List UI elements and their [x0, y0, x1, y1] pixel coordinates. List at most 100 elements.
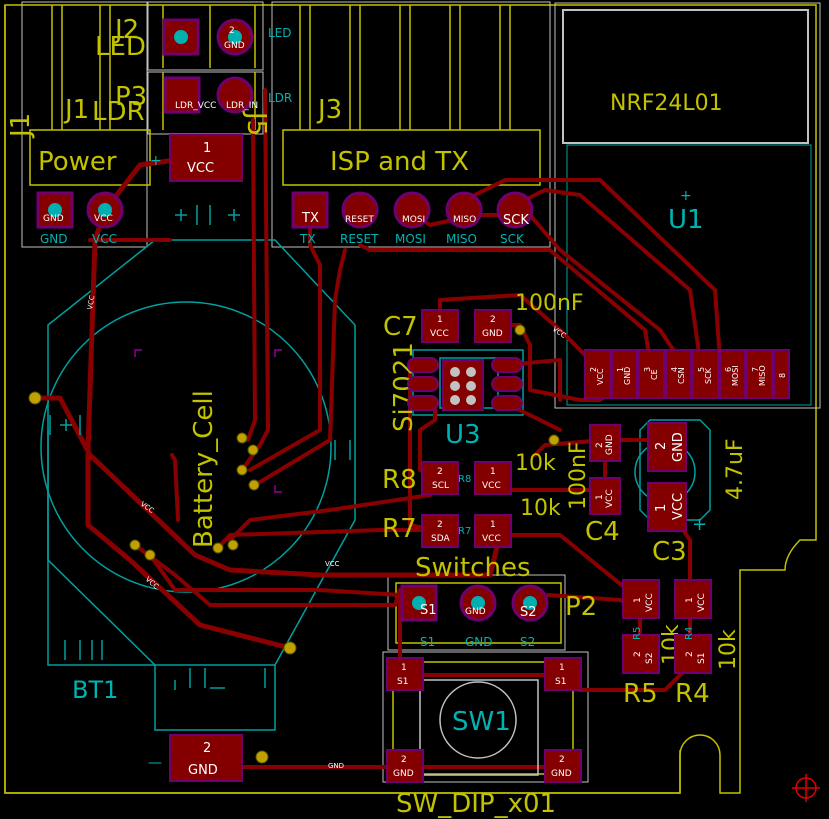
r8-pad-vcc: VCC	[482, 481, 501, 491]
r4-pad-vcc: VCC	[697, 593, 707, 612]
j3-pad1-label: TX	[301, 211, 319, 226]
u1-pad-vcc: VCC	[596, 368, 605, 385]
svg-text:1: 1	[654, 504, 669, 512]
svg-text:S1: S1	[420, 635, 435, 649]
svg-text:1: 1	[616, 367, 625, 372]
c4-value: 100nF	[566, 441, 591, 510]
svg-text:1: 1	[490, 467, 496, 477]
c7-capacitor: C7 100nF 1 VCC 2 GND	[383, 291, 584, 343]
sw1-pad1b-label: S1	[555, 677, 566, 687]
svg-text:5: 5	[697, 367, 706, 372]
svg-text:1: 1	[437, 315, 443, 325]
board-edge	[4, 4, 820, 802]
svg-text:1: 1	[401, 663, 407, 673]
vias	[28, 324, 560, 764]
svg-text:2: 2	[633, 651, 643, 657]
r4-value: 10k	[716, 629, 741, 670]
r7-pad-sda: SDA	[431, 534, 450, 544]
c3-value: 4.7uF	[723, 438, 748, 500]
u1-antenna-outline	[562, 9, 809, 144]
j3-pad2-label: RESET	[345, 215, 374, 225]
c3-pad-gnd: GND	[671, 432, 686, 462]
j2-fab-value: LED	[268, 26, 292, 40]
j3-fab-pad4: MISO	[446, 232, 477, 246]
c7-ref: C7	[383, 312, 418, 342]
p3-pad-2	[216, 76, 254, 114]
j3-fab-pad2: RESET	[340, 232, 379, 246]
p2-pad2-label: GND	[465, 607, 486, 617]
u1-nrf24l01: NRF24L01 U1 + VCC 2 GND 1 CE 3 CSN 4 SCK…	[584, 91, 790, 399]
j2-ref: J2	[113, 15, 139, 45]
j3-pad4-label: MISO	[453, 215, 476, 225]
c3-pad-vcc: VCC	[671, 493, 686, 520]
j3-fab-pad5: SCK	[500, 232, 525, 246]
c4-capacitor: C4 100nF 2 GND 1 VCC	[566, 424, 621, 547]
p2-ref: P2	[565, 592, 597, 622]
r7-fab: R7	[458, 526, 471, 537]
bt1-pad-gnd	[169, 734, 243, 782]
p3-pad2-label: LDR_IN	[226, 101, 258, 111]
u3-si7021: Si7021 U3	[389, 342, 523, 450]
r5-pad-vcc: VCC	[645, 593, 655, 612]
j2-pad2-label: GND	[224, 41, 245, 51]
p3-ldr-connector: P3 LDR LDR_VCC LDR_IN LDR J5	[92, 76, 292, 136]
j3-pad-4	[445, 191, 483, 229]
c7-pad-gnd: GND	[482, 329, 503, 339]
sw1-pad2b-label: GND	[551, 769, 572, 779]
c4-pad-vcc: VCC	[605, 489, 615, 508]
r4-pad-s1: S1	[697, 653, 707, 664]
svg-text:—: —	[148, 755, 162, 771]
svg-text:R4: R4	[684, 627, 695, 640]
c4-pad-gnd: GND	[605, 434, 615, 455]
svg-text:2: 2	[490, 315, 496, 325]
j3-isp-connector: J3 ISP and TX TX RESET MOSI MISO SCK TX …	[291, 95, 534, 246]
r7-resistor: R7 10k 2 SDA 1 VCC R7	[382, 496, 561, 548]
sw1-switch: SW1 SW_DIP_x01 1 S1 1 S1 2 GND 2 GND	[386, 657, 582, 819]
j3-fab-pad1: TX	[299, 232, 316, 246]
sw1-ref: SW1	[452, 707, 511, 737]
svg-text:2: 2	[437, 520, 443, 530]
u1-pads	[584, 349, 790, 399]
svg-text:2: 2	[559, 755, 565, 765]
j1-pad1-label: GND	[43, 214, 64, 224]
j1-power-connector: J1 J1 Power GND VCC GND VCC	[6, 95, 124, 246]
bt1-value: Battery_Cell	[189, 390, 219, 548]
j1-fab-pad2: VCC	[92, 232, 117, 246]
u3-ref: U3	[445, 420, 481, 450]
svg-text:2: 2	[437, 467, 443, 477]
svg-text:2: 2	[595, 442, 605, 448]
r8-value: 10k	[515, 451, 556, 476]
j3-fab-pad3: MOSI	[395, 232, 426, 246]
u1-value: NRF24L01	[610, 91, 723, 116]
r5-ref: R5	[623, 679, 658, 709]
r8-fab: R8	[458, 474, 471, 485]
j3-ref: J3	[316, 95, 342, 125]
fab-marks	[49, 205, 351, 690]
net-label-vcc: VCC	[325, 560, 340, 568]
j3-pad-2	[341, 191, 379, 229]
sw1-pad2-label: GND	[393, 769, 414, 779]
svg-text:8: 8	[778, 373, 787, 378]
p3-value: LDR	[92, 97, 145, 127]
j3-pad-5	[496, 191, 534, 229]
p3-pad-1	[163, 76, 201, 114]
r8-resistor: R8 10k 2 SCL 1 VCC R8	[382, 451, 556, 495]
svg-text:+: +	[150, 153, 162, 169]
svg-text:1: 1	[203, 141, 211, 156]
j1-value: Power	[38, 147, 117, 177]
j1-ref: J1	[63, 95, 89, 125]
c4-ref: C4	[585, 517, 620, 547]
svg-text:1: 1	[559, 663, 565, 673]
u1-pad-mosi: MOSI	[731, 365, 740, 386]
r7-ref: R7	[382, 514, 417, 544]
r8-ref: R8	[382, 465, 417, 495]
svg-text:+: +	[680, 188, 692, 204]
svg-text:2: 2	[203, 741, 211, 756]
sw1-pad1-label: S1	[397, 677, 408, 687]
bt1-pad-vcc-label: VCC	[187, 161, 214, 176]
j3-pad5-label: SCK	[503, 213, 529, 228]
net-label-vcc: VCC	[551, 325, 568, 340]
u1-ref: U1	[668, 205, 704, 235]
svg-text:4: 4	[670, 367, 679, 372]
